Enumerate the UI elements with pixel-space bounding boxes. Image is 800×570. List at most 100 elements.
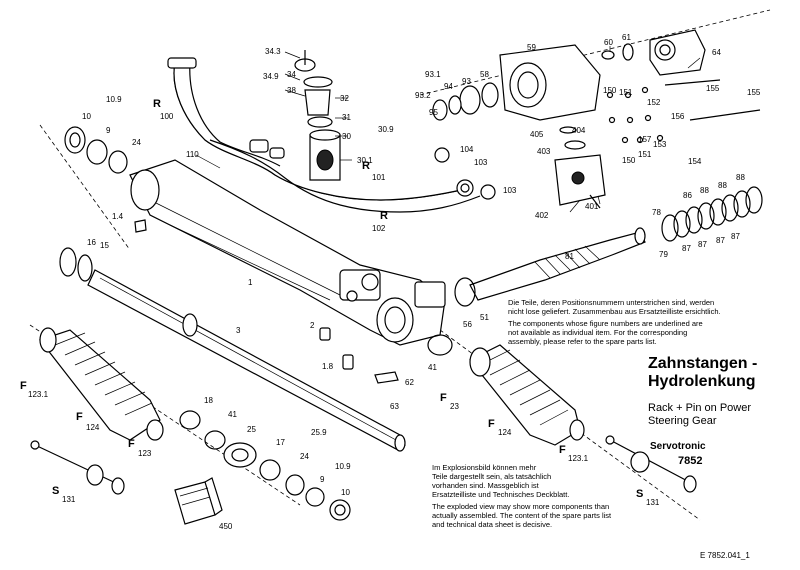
note-line: actually assembled. The content of the s… <box>432 511 612 520</box>
part-number-label: 25 <box>247 425 256 434</box>
part-number-label: 157 <box>638 135 652 144</box>
part-number-label: 131 <box>646 498 660 507</box>
part-number-label: 124 <box>86 423 100 432</box>
part-number-label: F <box>440 392 447 404</box>
part-number-label: 93.2 <box>415 91 431 100</box>
part-number-label: 404 <box>572 126 586 135</box>
part-number-label: 123.1 <box>28 390 49 399</box>
part-number-label: 81 <box>565 252 574 261</box>
note-line: and technical data sheet is decisive. <box>432 520 553 529</box>
part-number-label: 10 <box>82 112 91 121</box>
part-number-label: 150 <box>622 156 636 165</box>
part-number-label: 103 <box>503 186 517 195</box>
part-number-label: 32 <box>340 94 349 103</box>
part-number-label: 10.9 <box>106 95 122 104</box>
lower-seal-parts <box>179 410 351 521</box>
part-number-label: F <box>559 444 566 456</box>
title-line-2: Hydrolenkung <box>648 373 756 390</box>
note-line: Im Explosionsbild können mehr <box>432 463 537 472</box>
misc-small-parts <box>134 219 399 384</box>
part-number-label: 60 <box>604 38 613 47</box>
part-number-label: 88 <box>718 181 727 190</box>
note-line: Die Teile, deren Positionsnummern unters… <box>508 298 715 307</box>
part-number-label: F <box>76 411 83 423</box>
part-number-label: 17 <box>276 438 285 447</box>
part-number-label: F <box>20 380 27 392</box>
part-number-label: 30.9 <box>378 125 394 134</box>
part-number-label: 101 <box>372 173 386 182</box>
part-number-label: R <box>362 160 370 172</box>
steering-housing <box>129 159 446 346</box>
part-number-label: 78 <box>652 208 661 217</box>
part-number-label: 25.9 <box>311 428 327 437</box>
part-number-label: 15 <box>100 241 109 250</box>
part-number-label: 124 <box>498 428 512 437</box>
bellows-left <box>39 327 164 441</box>
small-parts-row <box>606 86 761 144</box>
diagram-title: Zahnstangen - Hydrolenkung <box>648 355 757 391</box>
note-line: vorhanden sind. Massgeblich ist <box>432 481 539 490</box>
note-line: nicht lose geliefert. Zusammenbau aus Er… <box>508 307 721 316</box>
part-number-label: 64 <box>712 48 721 57</box>
part-number-label: 152 <box>647 98 661 107</box>
part-number-label: 155 <box>747 88 761 97</box>
part-number-label: 34 <box>287 70 296 79</box>
servotronic-valve <box>554 126 606 209</box>
part-number-label: 131 <box>62 495 76 504</box>
part-number-label: 151 <box>619 88 633 97</box>
part-number-label: 63 <box>390 402 399 411</box>
part-number-label: 61 <box>622 33 631 42</box>
adjuster-parts <box>601 29 721 86</box>
note-line: not available as individual item. For th… <box>508 328 688 337</box>
part-number-label: 2 <box>310 321 315 330</box>
banjo-bolts <box>434 147 496 200</box>
part-number-label: R <box>153 98 161 110</box>
part-number-label: 62 <box>405 378 414 387</box>
part-number-label: 104 <box>460 145 474 154</box>
part-number-label: 87 <box>716 236 725 245</box>
subtitle-line-1: Rack + Pin on Power <box>648 402 752 414</box>
part-number-label: S <box>636 488 644 500</box>
part-number-label: 88 <box>700 186 709 195</box>
part-number-label: 3 <box>236 326 241 335</box>
part-number-label: 95 <box>429 108 438 117</box>
part-number-label: 402 <box>535 211 549 220</box>
part-number-label: 87 <box>698 240 707 249</box>
part-number-label: 59 <box>527 43 536 52</box>
title-line-1: Zahnstangen - <box>648 355 758 372</box>
part-number-label: 31 <box>342 113 351 122</box>
part-number-label: 24 <box>300 452 309 461</box>
part-number-label: 88 <box>736 173 745 182</box>
seal-rings-left <box>59 247 93 282</box>
part-number-label: 56 <box>463 320 472 329</box>
part-number-label: 51 <box>480 313 489 322</box>
part-number-label: 154 <box>688 157 702 166</box>
note-exploded-view: Im Explosionsbild können mehr Teile darg… <box>432 463 611 529</box>
axis-line-left <box>39 124 131 251</box>
part-number-label: 10.9 <box>335 462 351 471</box>
document-id: E 7852.041_1 <box>700 551 750 560</box>
part-number-label: 155 <box>706 84 720 93</box>
part-number-label: R <box>380 210 388 222</box>
diagram-subtitle: Rack + Pin on Power Steering Gear <box>648 402 751 428</box>
part-number-label: 153 <box>653 140 667 149</box>
part-number-label: 450 <box>219 522 233 531</box>
bellows-right <box>469 344 585 446</box>
part-number-label: 30 <box>342 132 351 141</box>
part-number-label: 102 <box>372 224 386 233</box>
note-line: The exploded view may show more componen… <box>432 502 610 511</box>
subtitle-line-2: Steering Gear <box>648 415 717 427</box>
part-number-label: 403 <box>537 147 551 156</box>
part-number-label: 10 <box>341 488 350 497</box>
part-number-label: 405 <box>530 130 544 139</box>
part-number-label: 34.3 <box>265 47 281 56</box>
part-number-label: 94 <box>444 82 453 91</box>
part-number-label: 79 <box>659 250 668 259</box>
note-line: The components whose figure numbers are … <box>508 319 703 328</box>
control-valve-parts <box>294 50 341 181</box>
part-number-label: 93.1 <box>425 70 441 79</box>
part-number-label: 30.1 <box>357 156 373 165</box>
valve-housing <box>432 44 601 121</box>
part-number-label: F <box>128 438 135 450</box>
